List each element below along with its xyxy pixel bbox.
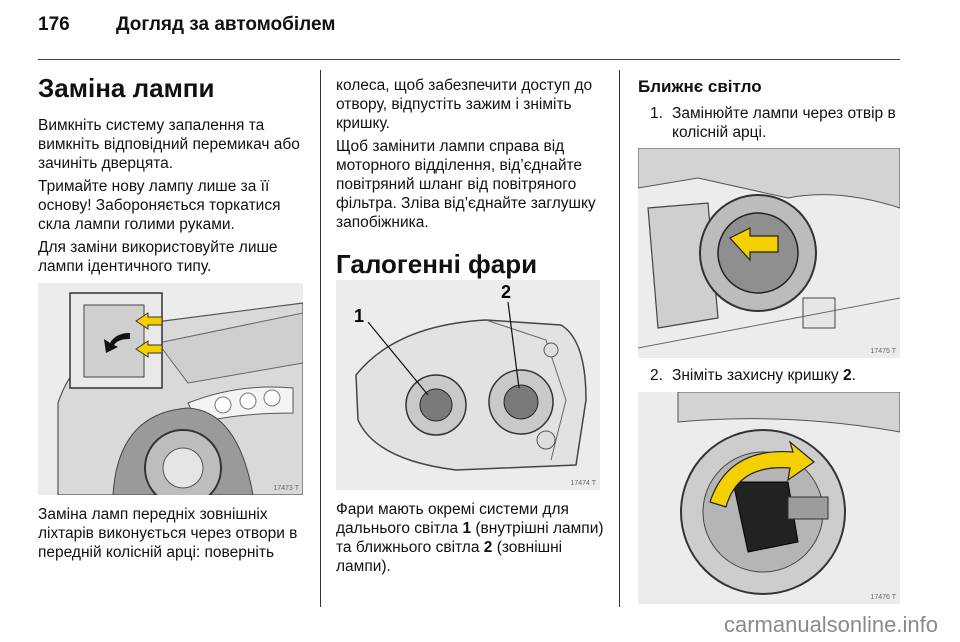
- figure-protective-cover: 17476 T: [638, 392, 900, 604]
- section-title: Догляд за автомобілем: [116, 14, 336, 35]
- car-front-illustration: [38, 283, 303, 495]
- header-rule: [38, 59, 900, 60]
- step-text: Замінюйте лампи через отвір в колісній а…: [672, 105, 896, 141]
- figure-car-wheel-arch: 17473 T: [38, 283, 303, 495]
- figure-code: 17475 T: [870, 348, 896, 355]
- protective-cover-illustration: [638, 392, 900, 604]
- callout-2: 2: [501, 282, 511, 302]
- column-3: Ближнє світло 1. Замінюйте лампи через о…: [638, 76, 900, 142]
- column-2: колеса, щоб забезпечити доступ до отвору…: [336, 76, 612, 280]
- text-run: .: [851, 367, 856, 384]
- text-run: Фари мають окремі системи для дальнього …: [336, 501, 569, 537]
- watermark: carmanualsonline.info: [723, 612, 938, 637]
- column-2-bottom: Фари мають окремі системи для дальнього …: [336, 500, 612, 580]
- page-number: 176: [38, 14, 70, 35]
- column-1-bottom: Заміна ламп передніх зовнішніх ліхтарів …: [38, 505, 310, 566]
- column-1: Заміна лампи Вимкніть систему запалення …: [38, 72, 310, 280]
- column-divider-1: [320, 70, 321, 607]
- bold-ref-2: 2: [842, 367, 852, 384]
- paragraph: Щоб замінити лампи справа від моторного …: [336, 138, 596, 231]
- step-number: 2.: [650, 367, 663, 384]
- figure-wheel-arch-opening: 17475 T: [638, 148, 900, 358]
- bold-ref-1: 1: [462, 520, 472, 537]
- paragraph: Тримайте нову лампу лише за її основу! З…: [38, 178, 281, 233]
- step-1: 1. Замінюйте лампи через отвір в колісні…: [638, 104, 900, 142]
- step-2: 2. Зніміть захисну кришку 2.: [638, 366, 900, 385]
- section-heading-low-beam: Ближнє світло: [638, 77, 762, 96]
- headlight-illustration: 1 2: [336, 280, 600, 490]
- figure-code: 17474 T: [570, 480, 596, 487]
- step-text: Зніміть захисну кришку 2.: [672, 366, 856, 385]
- step-number: 1.: [650, 105, 663, 122]
- column-divider-2: [619, 70, 620, 607]
- section-heading-halogen-headlights: Галогенні фари: [336, 249, 538, 279]
- text-run: (внутрішні лампи) та ближнього світла: [336, 520, 604, 556]
- paragraph: колеса, щоб забезпечити доступ до отвору…: [336, 77, 593, 132]
- figure-code: 17473 T: [273, 485, 299, 492]
- bold-ref-2: 2: [483, 539, 493, 556]
- section-heading-bulb-replacement: Заміна лампи: [38, 73, 215, 103]
- column-3-step-2: 2. Зніміть захисну кришку 2.: [638, 366, 900, 385]
- figure-code: 17476 T: [870, 594, 896, 601]
- text-run: Зніміть захисну кришку: [672, 367, 843, 384]
- text-run: (зовнішні лампи).: [336, 539, 563, 575]
- callout-1: 1: [354, 306, 364, 326]
- paragraph: Вимкніть систему запалення та вимкніть в…: [38, 117, 300, 172]
- page-header: 176 Догляд за автомобілем: [38, 14, 335, 36]
- figure-headlight-assembly: 1 2 17474 T: [336, 280, 600, 490]
- paragraph: Для заміни використовуйте лише лампи іде…: [38, 239, 278, 275]
- wheel-arch-illustration: [638, 148, 900, 358]
- paragraph: Фари мають окремі системи для дальнього …: [336, 500, 612, 576]
- paragraph: Заміна ламп передніх зовнішніх ліхтарів …: [38, 506, 298, 561]
